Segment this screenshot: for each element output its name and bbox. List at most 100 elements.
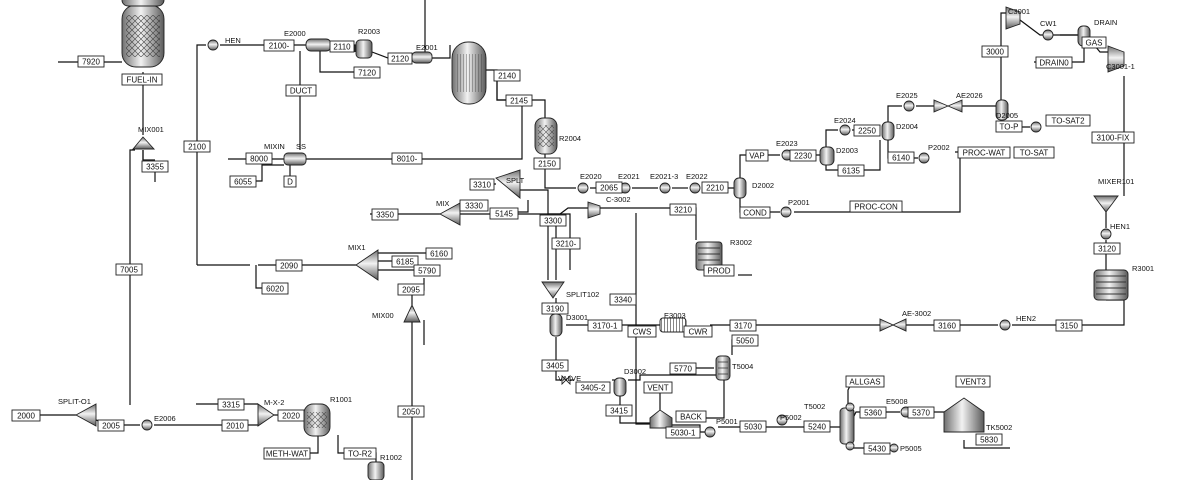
- exchanger-icon: [659, 317, 687, 333]
- heater-icon: [839, 124, 851, 136]
- unit-label: SS: [296, 142, 306, 151]
- svg-text:5145: 5145: [495, 210, 513, 219]
- unit-label: SPLIT-O1: [58, 397, 91, 406]
- svg-text:3405: 3405: [546, 362, 564, 371]
- stream-label: PROD: [703, 264, 735, 277]
- unit-label: HEN: [225, 36, 241, 45]
- tank-icon: [649, 409, 673, 429]
- reactor-icon: [534, 117, 558, 155]
- mixer-icon: [355, 249, 379, 281]
- svg-text:6185: 6185: [396, 258, 414, 267]
- svg-text:VENT: VENT: [647, 384, 668, 393]
- unit-label: T5004: [732, 362, 753, 371]
- stream-label: 3405: [541, 359, 569, 372]
- pump-icon: [704, 426, 716, 438]
- svg-text:2250: 2250: [858, 127, 876, 136]
- svg-text:2210: 2210: [706, 184, 724, 193]
- stream-label: 2110: [329, 40, 355, 53]
- unit-label: P5001: [716, 417, 738, 426]
- mixer-icon: [132, 136, 156, 150]
- stream-label: 7120: [353, 66, 381, 79]
- svg-text:3000: 3000: [986, 48, 1004, 57]
- stream-label: 2250: [853, 124, 881, 137]
- svg-text:2065: 2065: [600, 184, 618, 193]
- svg-text:3210: 3210: [674, 206, 692, 215]
- heater-icon: [659, 182, 671, 194]
- unit-label: M-X-2: [264, 398, 284, 407]
- heater-icon: [141, 419, 153, 431]
- stream-label: 3210: [669, 203, 697, 216]
- svg-text:3350: 3350: [376, 211, 394, 220]
- stream-label: 3330: [459, 199, 489, 212]
- unit-label: HEN2: [1016, 314, 1036, 323]
- stream-label: DUCT: [285, 84, 317, 97]
- unit-label: E2023: [776, 139, 798, 148]
- svg-text:6020: 6020: [266, 285, 284, 294]
- unit-label: D2002: [752, 181, 774, 190]
- stream-label: ALLGAS: [845, 375, 885, 388]
- unit-label: R3002: [730, 238, 752, 247]
- stream-label: 2010: [221, 419, 249, 432]
- svg-text:PROC-WAT: PROC-WAT: [963, 149, 1006, 158]
- stream-label: COND: [739, 206, 771, 219]
- svg-text:3150: 3150: [1060, 322, 1078, 331]
- svg-text:TO-SAT: TO-SAT: [1020, 149, 1049, 158]
- stream-label: 6020: [261, 282, 289, 295]
- stream-label: 3000: [981, 45, 1009, 58]
- unit-label: R3001: [1132, 264, 1154, 273]
- reactor-icon: [355, 39, 373, 59]
- unit-label: E2001: [416, 43, 438, 52]
- unit-label: E2025: [896, 91, 918, 100]
- svg-text:2140: 2140: [498, 72, 516, 81]
- air-cooler-icon: [933, 99, 963, 113]
- stream-label: CWR: [683, 325, 713, 338]
- flash-drum-icon: [549, 313, 563, 337]
- svg-text:5790: 5790: [418, 267, 436, 276]
- svg-text:6140: 6140: [892, 154, 910, 163]
- svg-text:TO-P: TO-P: [1000, 123, 1019, 132]
- pump-icon: [776, 414, 788, 426]
- unit-label: P5005: [900, 444, 922, 453]
- unit-labels: HEN E2000 R2003 E2001 MIX001 MIXIN SS R2…: [58, 7, 1154, 462]
- mixer-icon: [439, 202, 461, 226]
- unit-label: R2004: [559, 134, 581, 143]
- unit-label: D2004: [896, 122, 918, 131]
- svg-text:3355: 3355: [146, 163, 164, 172]
- svg-text:2100-: 2100-: [269, 42, 290, 51]
- air-cooler-icon: [879, 318, 907, 332]
- stream-label: 3415: [605, 404, 633, 417]
- svg-text:8010-: 8010-: [397, 155, 418, 164]
- unit-label: E2021: [618, 172, 640, 181]
- compressor-icon: [1005, 6, 1021, 30]
- stream-label: TO-P: [995, 120, 1023, 133]
- stream-label: 3160: [933, 319, 961, 332]
- svg-text:3170: 3170: [734, 322, 752, 331]
- svg-text:2050: 2050: [402, 408, 420, 417]
- mixer-icon: [1093, 195, 1119, 213]
- exchanger-icon: [305, 38, 332, 52]
- svg-text:3310: 3310: [473, 181, 491, 190]
- unit-label: MIX001: [138, 125, 164, 134]
- heater-icon: [903, 100, 915, 112]
- unit-label: MIXER101: [1098, 177, 1134, 186]
- stream-label: 3350: [371, 208, 399, 221]
- svg-text:5050: 5050: [736, 337, 754, 346]
- svg-text:DUCT: DUCT: [290, 87, 312, 96]
- svg-text:5430: 5430: [868, 445, 886, 454]
- svg-text:3190: 3190: [546, 305, 564, 314]
- stream-label: 5030: [739, 420, 767, 433]
- compressor-icon: [587, 201, 601, 219]
- svg-text:CWS: CWS: [633, 328, 652, 337]
- svg-text:3340: 3340: [614, 296, 632, 305]
- unit-label: E2006: [154, 414, 176, 423]
- pump-icon: [1030, 121, 1042, 133]
- unit-label: D3002: [624, 367, 646, 376]
- svg-text:2010: 2010: [226, 422, 244, 431]
- svg-text:5770: 5770: [674, 365, 692, 374]
- heater-icon: [207, 39, 219, 51]
- svg-text:2000: 2000: [17, 412, 35, 421]
- stream-label: 5360: [859, 406, 887, 419]
- heater-icon: [1100, 228, 1112, 240]
- heater-icon: [689, 182, 701, 194]
